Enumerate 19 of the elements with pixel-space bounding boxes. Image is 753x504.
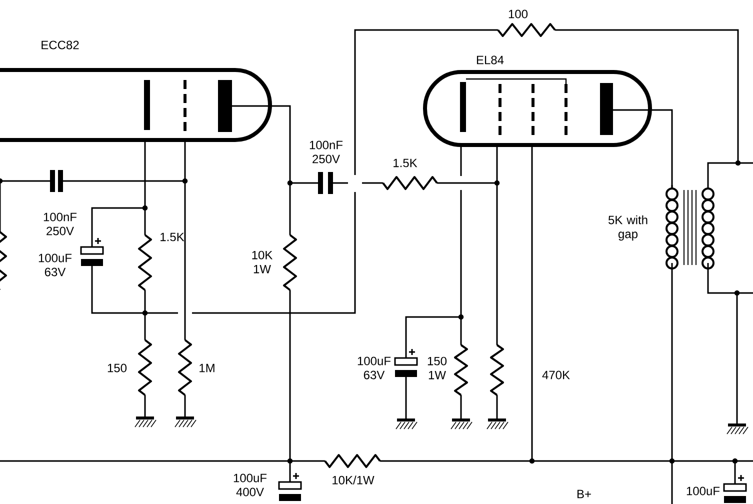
component-value: 100nF 250V <box>310 140 343 164</box>
component-value: 100 <box>508 10 528 18</box>
component-value: 1M <box>200 364 214 372</box>
component-value: 1.5K <box>394 158 418 168</box>
component-value: 100uF <box>686 486 720 496</box>
component-value: 100uF 63V <box>358 356 391 380</box>
component-value: 150 1W <box>428 356 447 380</box>
tube-type: EL84 <box>476 56 504 64</box>
component-value: 10K/1W <box>332 476 374 484</box>
component-value: 100nF 250V <box>44 212 77 236</box>
supply-label: B+ <box>577 490 591 498</box>
component-value: 100uF 63V <box>38 254 72 276</box>
component-value: 150 <box>108 364 127 372</box>
component-value: 10K 1W <box>252 250 273 274</box>
component-value: 1.5K <box>160 232 184 242</box>
component-value: 470K <box>542 370 570 380</box>
component-value: 5K with gap <box>608 215 648 241</box>
tube-type: ECC82 <box>42 40 79 50</box>
component-value: 100uF 400V <box>234 474 267 496</box>
